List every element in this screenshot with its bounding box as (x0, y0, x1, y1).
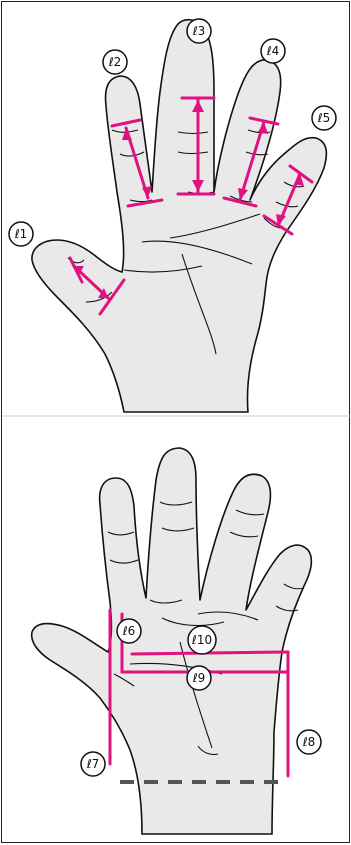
l4-label: ℓ4 (266, 44, 280, 58)
l5-label: ℓ5 (317, 111, 331, 125)
l2-label: ℓ2 (108, 55, 122, 69)
l10-label: ℓ10 (191, 633, 212, 647)
bottom-hand: ℓ6 ℓ10 ℓ9 ℓ7 ℓ8 (32, 448, 321, 834)
l6-label: ℓ6 (122, 624, 136, 638)
l8-label: ℓ8 (302, 735, 316, 749)
bottom-hand-outline (32, 448, 312, 834)
l3-label: ℓ3 (192, 24, 206, 38)
l1-label: ℓ1 (14, 227, 28, 241)
l7-label: ℓ7 (86, 757, 100, 771)
top-hand: ℓ1 ℓ2 ℓ3 ℓ4 ℓ5 (9, 19, 336, 412)
l9-label: ℓ9 (192, 671, 206, 685)
